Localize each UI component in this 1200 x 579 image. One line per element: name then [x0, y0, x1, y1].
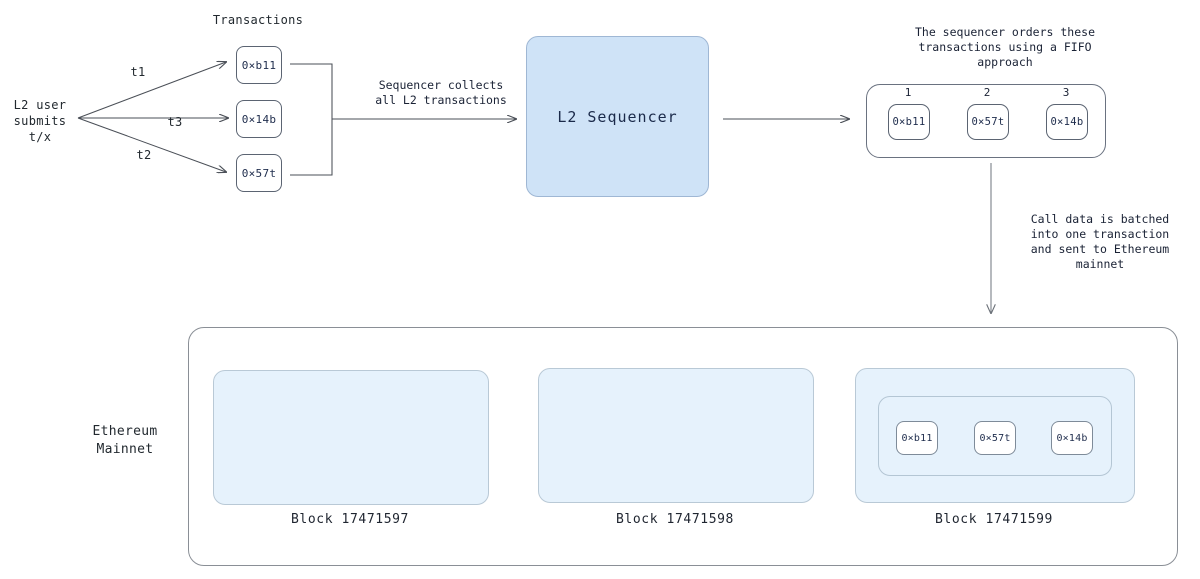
edge-label-t2: t2 — [136, 148, 152, 162]
fifo-slot-id: 0×14b — [1050, 116, 1084, 128]
transaction-box-2[interactable]: 0×57t — [236, 154, 282, 192]
fifo-caption: The sequencer orders these transactions … — [914, 25, 1095, 69]
block-1[interactable] — [538, 368, 814, 503]
block-label-1: Block 17471598 — [616, 512, 734, 527]
transaction-id: 0×14b — [241, 112, 277, 126]
fifo-slot-id: 0×b11 — [892, 116, 926, 128]
tx-bracket — [290, 63, 333, 176]
block-0[interactable] — [213, 370, 489, 505]
batched-transaction-group — [878, 396, 1112, 476]
fifo-slot-id: 0×57t — [971, 116, 1005, 128]
batched-tx-0[interactable]: 0×b11 — [896, 421, 938, 455]
l2-user-label: L2 user submits t/x — [13, 98, 67, 144]
batched-tx-id: 0×14b — [1056, 432, 1088, 444]
fifo-index-2: 3 — [1062, 86, 1070, 99]
arrow-t2 — [77, 117, 226, 172]
transaction-box-0[interactable]: 0×b11 — [236, 46, 282, 84]
batched-tx-2[interactable]: 0×14b — [1051, 421, 1093, 455]
batched-tx-1[interactable]: 0×57t — [974, 421, 1016, 455]
fifo-index-0: 1 — [904, 86, 912, 99]
l2-sequencer-label: L2 Sequencer — [557, 107, 678, 126]
transaction-id: 0×b11 — [241, 58, 277, 72]
fifo-slot-2[interactable]: 0×14b — [1046, 104, 1088, 140]
fifo-slot-1[interactable]: 0×57t — [967, 104, 1009, 140]
l2-sequencer-box[interactable]: L2 Sequencer — [526, 36, 709, 197]
fifo-index-1: 2 — [983, 86, 991, 99]
fifo-slot-0[interactable]: 0×b11 — [888, 104, 930, 140]
calldata-caption: Call data is batched into one transactio… — [1030, 212, 1170, 271]
transaction-box-1[interactable]: 0×14b — [236, 100, 282, 138]
block-label-0: Block 17471597 — [291, 512, 409, 527]
batched-tx-id: 0×b11 — [901, 432, 933, 444]
transaction-id: 0×57t — [241, 166, 277, 180]
ethereum-mainnet-label: Ethereum Mainnet — [92, 424, 158, 457]
collect-caption: Sequencer collects all L2 transactions — [375, 78, 507, 107]
transactions-heading: Transactions — [212, 13, 304, 27]
block-label-2: Block 17471599 — [935, 512, 1053, 527]
batched-tx-id: 0×57t — [979, 432, 1011, 444]
edge-label-t1: t1 — [130, 65, 146, 79]
edge-label-t3: t3 — [167, 115, 183, 129]
